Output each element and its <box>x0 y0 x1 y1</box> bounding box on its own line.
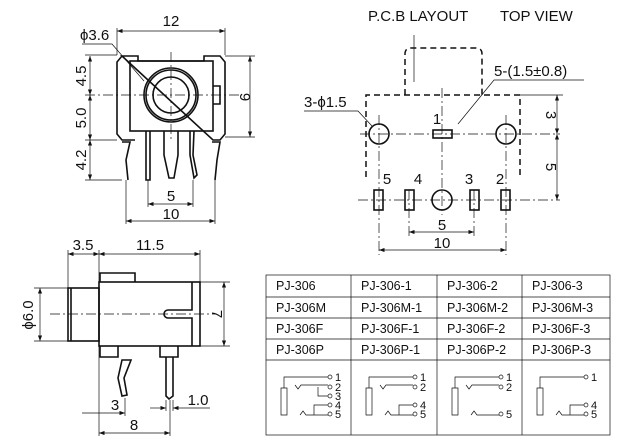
model-cell: PJ-306F-1 <box>361 322 419 336</box>
schematic-lines <box>451 376 499 416</box>
terminal-icon <box>583 402 589 408</box>
pcb-title: P.C.B LAYOUT <box>368 8 468 25</box>
model-cell: PJ-306F-2 <box>447 322 505 336</box>
terminal-label: 2 <box>420 382 426 394</box>
model-cell: PJ-306-2 <box>447 279 498 293</box>
model-cell: PJ-306M-3 <box>532 301 593 315</box>
pin-pitch-label: 5 <box>167 188 175 205</box>
terminal-label: 2 <box>506 382 512 394</box>
terminal-icon <box>412 374 418 380</box>
model-cell: PJ-306-3 <box>532 279 583 293</box>
schematic-lines <box>536 376 584 416</box>
nose-length-label: 3.5 <box>73 237 94 254</box>
terminal-label: 4 <box>335 400 341 412</box>
terminal-icon <box>498 411 504 417</box>
terminal-label: 1 <box>335 372 341 384</box>
pcb-dim-h1: 5 <box>438 217 446 234</box>
terminal-icon <box>327 402 333 408</box>
terminal-icon <box>498 374 504 380</box>
schematic-lines <box>280 376 328 416</box>
schematic-lines <box>365 376 413 416</box>
terminal-label: 1 <box>420 372 426 384</box>
h2-label: 5.0 <box>73 108 90 129</box>
pad-spec-label: 5-(1.5±0.8) <box>494 63 567 80</box>
model-cell: PJ-306P-2 <box>447 343 506 357</box>
pcb-dim-v1: 3 <box>542 111 559 119</box>
front-view: 12 ϕ3.6 4.5 5.0 4.2 9 5 10 <box>73 13 255 224</box>
pad-2-label: 2 <box>496 171 504 188</box>
hole-spec-label: 3-ϕ1.5 <box>304 94 347 111</box>
pin-distance-label: 8 <box>130 417 138 434</box>
pad-4-label: 4 <box>414 171 422 188</box>
model-cell: PJ-306P-3 <box>532 343 591 357</box>
pad-3-label: 3 <box>465 171 473 188</box>
terminal-label: 1 <box>591 372 597 384</box>
side-view: 3.5 11.5 ϕ6.0 7 3 8 1.0 <box>20 237 230 436</box>
terminal-icon <box>327 411 333 417</box>
pcb-dim-v2: 5 <box>542 163 559 171</box>
wiring-schematic: 1 45 <box>536 372 597 421</box>
terminal-label: 4 <box>591 400 597 412</box>
pcb-subtitle: TOP VIEW <box>500 8 574 25</box>
model-cell: PJ-306P-1 <box>361 343 420 357</box>
h3-label: 4.2 <box>73 150 90 171</box>
pcb-dim-h2: 10 <box>434 235 451 252</box>
model-cell: PJ-306-1 <box>361 279 412 293</box>
front-width-label: 12 <box>163 13 180 30</box>
body-length-label: 11.5 <box>136 237 164 254</box>
model-cell: PJ-306M-2 <box>447 301 508 315</box>
pin-offset-label: 3 <box>111 397 119 414</box>
model-cell: PJ-306M <box>276 301 326 315</box>
terminal-icon <box>327 384 333 390</box>
terminal-label: 5 <box>420 409 426 421</box>
terminal-icon <box>583 374 589 380</box>
model-cell: PJ-306F-3 <box>532 322 590 336</box>
terminal-icon <box>412 402 418 408</box>
side-height-label: 7 <box>208 310 225 318</box>
model-cell: PJ-306M-1 <box>361 301 422 315</box>
model-cell: PJ-306 <box>276 279 316 293</box>
terminal-icon <box>498 384 504 390</box>
model-table: PJ-306 PJ-306-1 PJ-306-2 PJ-306-3PJ-306M PJ-… <box>265 274 611 436</box>
pcb-layout: P.C.B LAYOUT TOP VIEW 1 5 4 3 2 5-(1.5±0… <box>304 8 584 255</box>
terminal-label: 5 <box>506 409 512 421</box>
pad-5-label: 5 <box>383 171 391 188</box>
terminal-label: 5 <box>591 409 597 421</box>
terminal-label: 4 <box>420 400 426 412</box>
pin-span-label: 10 <box>163 206 180 223</box>
nose-dia-label: ϕ6.0 <box>20 300 37 329</box>
hole-dia-label: ϕ3.6 <box>80 27 109 44</box>
pin-width-label: 1.0 <box>188 392 209 409</box>
h1-label: 4.5 <box>73 66 90 87</box>
terminal-label: 5 <box>335 409 341 421</box>
terminal-icon <box>583 411 589 417</box>
terminal-icon <box>327 374 333 380</box>
model-cell: PJ-306P <box>276 343 324 357</box>
wiring-schematic: 12 45 <box>365 372 426 421</box>
terminal-icon <box>412 411 418 417</box>
wiring-schematic: 12 5 <box>451 372 512 421</box>
height-label: 9 <box>236 93 253 101</box>
terminal-icon <box>412 384 418 390</box>
terminal-icon <box>327 393 333 399</box>
terminal-label: 3 <box>335 391 341 403</box>
pad-1-label: 1 <box>433 111 441 128</box>
terminal-label: 1 <box>506 372 512 384</box>
model-cell: PJ-306F <box>276 322 324 336</box>
terminal-label: 2 <box>335 382 341 394</box>
